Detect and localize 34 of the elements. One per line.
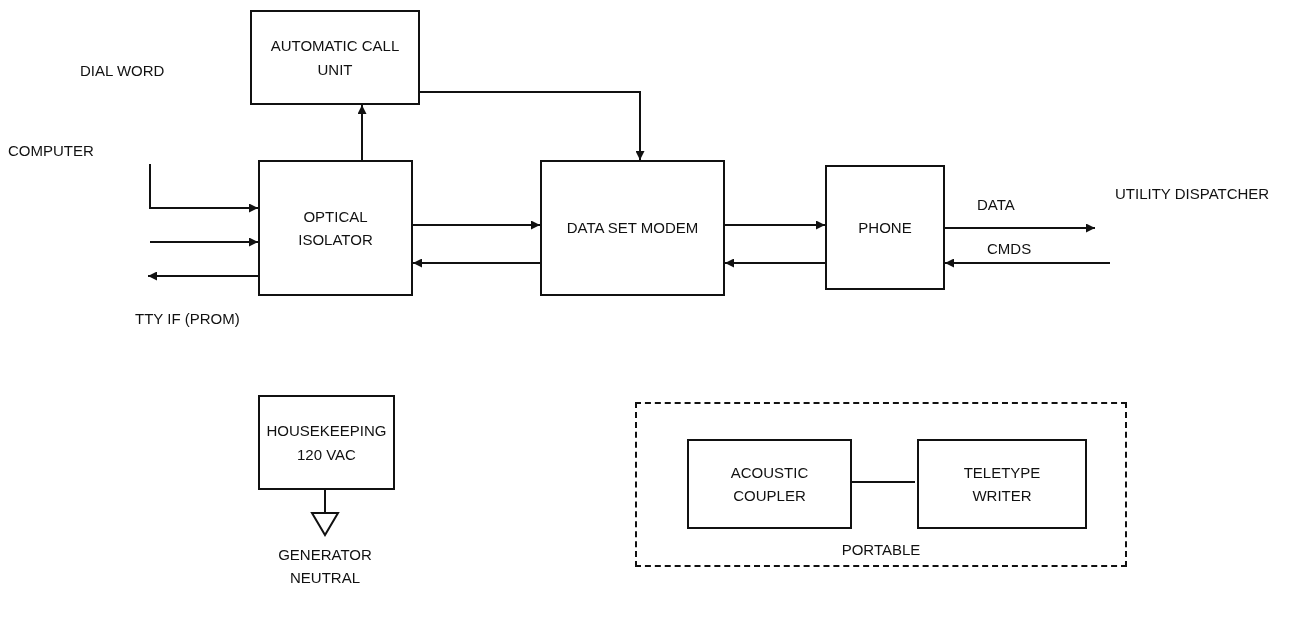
arrow	[724, 258, 826, 268]
signal-label: COMPUTER	[8, 141, 94, 162]
signal-label: DIAL WORD	[80, 61, 166, 81]
block-label: ACOUSTIC COUPLER	[729, 462, 810, 506]
arrow	[412, 258, 541, 268]
block-label: OPTICAL ISOLATOR	[297, 206, 374, 250]
block-label: HOUSEKEEPING 120 VAC	[265, 421, 388, 465]
arrow	[944, 258, 1111, 268]
block-box	[917, 439, 1087, 529]
arrow	[357, 104, 367, 161]
block-box	[258, 160, 413, 296]
connector-line	[324, 489, 326, 513]
signal-label: UTILITY DISPATCHER	[1115, 183, 1270, 204]
ground-label: GENERATOR NEUTRAL	[277, 545, 373, 588]
block-label: AUTOMATIC CALL UNIT	[270, 36, 400, 80]
arrow	[149, 237, 259, 247]
dashed-group-box	[635, 402, 1127, 567]
arrow	[412, 220, 541, 230]
block-box	[250, 10, 420, 105]
arrow	[724, 220, 826, 230]
group-label: PORTABLE	[841, 539, 921, 560]
block-label: TELETYPE WRITER	[962, 462, 1042, 506]
arrow	[944, 223, 1096, 233]
ground-symbol	[311, 512, 339, 536]
block-label: PHONE	[858, 217, 912, 238]
arrow	[147, 271, 259, 281]
block-box	[540, 160, 725, 296]
block-box	[258, 395, 395, 490]
arrow	[149, 163, 259, 213]
block-box	[687, 439, 852, 529]
block-label: DATA SET MODEM	[566, 218, 699, 239]
arrow	[419, 91, 645, 161]
block-box	[825, 165, 945, 290]
signal-label: TTY IF (PROM)	[135, 309, 241, 329]
